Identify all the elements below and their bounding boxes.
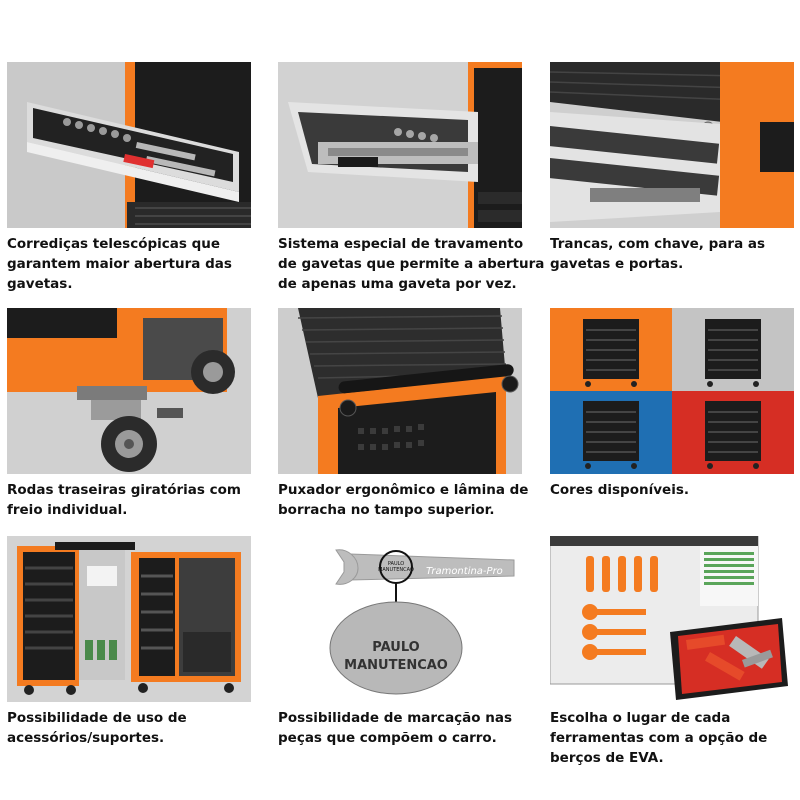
large-engraving-line1: PAULO [372,640,419,655]
feature-caption: Sistema especial de travamento de gaveta… [278,236,545,292]
color-options-photo [550,308,794,474]
feature-caption: Cores disponíveis. [550,482,689,498]
feature-caption: Puxador ergonômico e lâmina de borracha … [278,482,529,518]
drawer-open-photo [7,62,251,228]
feature-caption: Corrediças telescópicas que garantem mai… [7,236,232,292]
feature-caption: Possibilidade de marcação nas peças que … [278,710,513,746]
wrench-brand: Tramontina-Pro [426,566,503,577]
accessories-photo [7,536,251,702]
eva-tray-photo [550,536,794,702]
handle-photo [278,308,522,474]
feature-caption: Escolha o lugar de cada ferramentas com … [550,710,768,766]
cabinet-gray [703,317,763,387]
drawer-slide-photo [278,62,522,228]
key-lock-photo [550,62,794,228]
caster-photo [7,308,251,474]
small-engraving-line2: MANUTENCAO [378,567,414,573]
feature-caption: Trancas, com chave, para as gavetas e po… [550,236,766,272]
cabinet-orange [581,317,641,387]
small-engraving-line1: PAULO [388,561,404,567]
cabinet-blue [581,399,641,469]
engraved-wrench-photo: PAULO MANUTENCAO Tramontina-Pro PAULO MA… [278,536,522,702]
feature-caption: Possibilidade de uso de acessórios/supor… [7,710,187,746]
feature-caption: Rodas traseiras giratórias com freio ind… [7,482,241,518]
large-engraving-line2: MANUTENCAO [344,658,448,673]
cabinet-red [703,399,763,469]
